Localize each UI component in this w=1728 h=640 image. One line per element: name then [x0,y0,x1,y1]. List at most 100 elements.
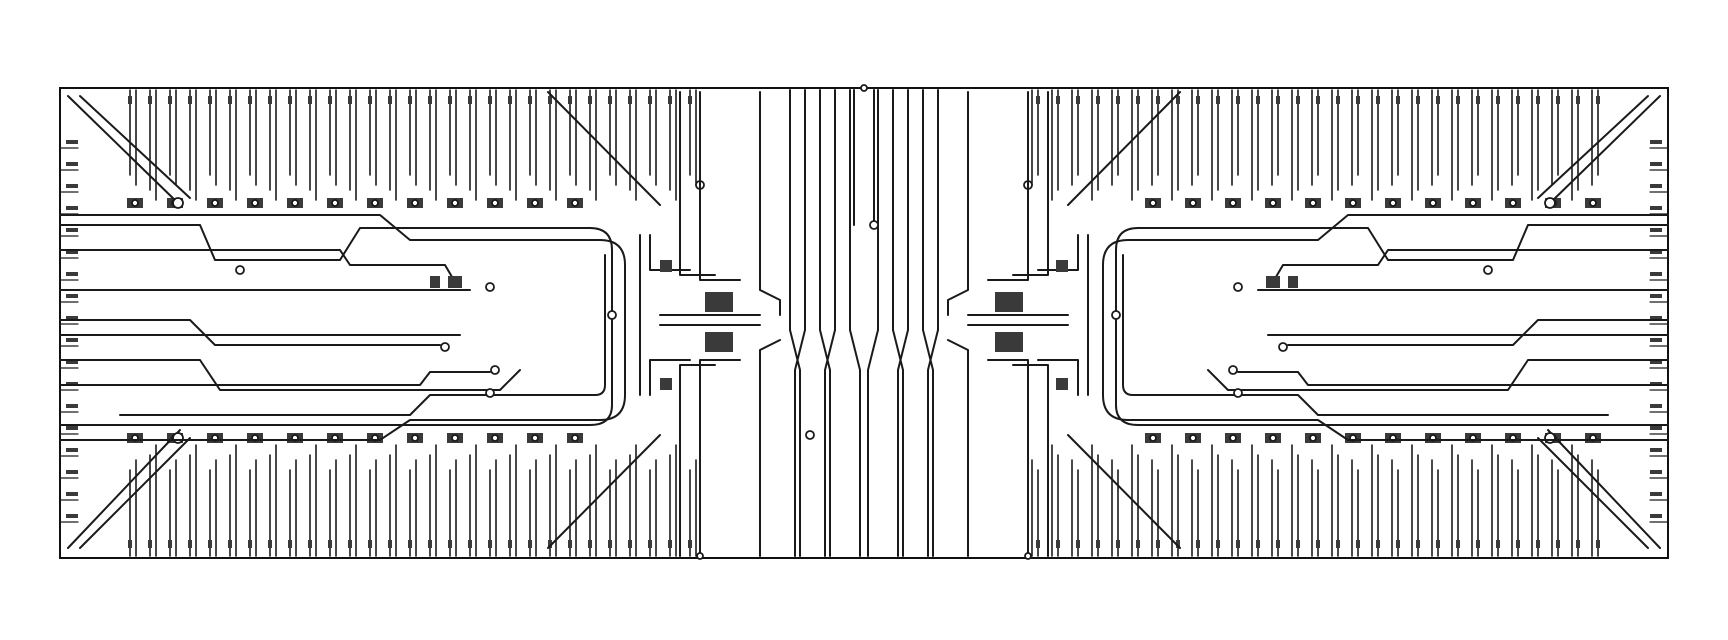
smd-pad [168,96,172,104]
smd-pad [660,378,672,390]
smd-pad [288,96,292,104]
via-pad [1278,342,1288,352]
via-pad [696,552,704,560]
smd-pad [995,332,1023,352]
via-pad [485,282,495,292]
smd-pad [1650,228,1662,232]
board-outline [59,87,1669,559]
smd-pad [248,540,252,548]
smd-pad [1076,96,1080,104]
via-pad [1544,432,1556,444]
smd-pad [66,404,78,408]
smd-pad [66,206,78,210]
trace [1037,359,1079,396]
trace [987,91,1029,281]
smd-pad [1096,540,1100,548]
via-pad [1589,199,1597,207]
trace [1287,319,1669,346]
via-pad [607,310,617,320]
smd-pad [66,228,78,232]
trace [59,371,491,386]
via-pad [371,199,379,207]
smd-pad [1416,540,1420,548]
smd-pad [1536,96,1540,104]
smd-pad [1356,96,1360,104]
smd-pad [66,184,78,188]
smd-pad [128,96,132,104]
smd-pad [1316,96,1320,104]
smd-pad [1216,540,1220,548]
trace [867,89,879,557]
via-pad [1309,199,1317,207]
smd-pad [548,96,552,104]
smd-pad [1496,540,1500,548]
via-pad [440,342,450,352]
smd-pad [1436,540,1440,548]
smd-pad [1376,96,1380,104]
smd-pad [428,96,432,104]
smd-pad [1416,96,1420,104]
trace [649,234,691,271]
smd-pad [66,360,78,364]
trace [1067,434,1181,549]
smd-pad [1496,96,1500,104]
smd-pad [528,96,532,104]
via-pad [490,365,500,375]
via-pad [571,199,579,207]
via-pad [172,197,184,209]
smd-pad [268,540,272,548]
trace [1122,254,1609,416]
smd-pad [228,96,232,104]
trace [849,89,861,557]
smd-pad [66,514,78,518]
via-pad [1024,552,1032,560]
trace [119,254,606,416]
trace [794,89,806,557]
via-pad [1269,434,1277,442]
trace [79,437,191,549]
via-pad [805,430,815,440]
via-pad [451,434,459,442]
smd-pad [1650,448,1662,452]
smd-pad [408,96,412,104]
trace [1067,91,1181,206]
smd-pad [208,96,212,104]
smd-pad [508,96,512,104]
smd-pad [468,96,472,104]
smd-pad [588,540,592,548]
smd-pad [1136,540,1140,548]
smd-pad [388,540,392,548]
via-pad [1149,434,1157,442]
smd-pad [348,540,352,548]
trace [699,359,741,557]
smd-pad [128,540,132,548]
smd-pad [568,540,572,548]
trace [1037,234,1079,271]
via-pad [1269,199,1277,207]
smd-pad [408,540,412,548]
trace [987,359,1029,557]
smd-pad [1516,540,1520,548]
smd-pad [1396,540,1400,548]
smd-pad [1256,96,1260,104]
trace [1207,359,1669,391]
smd-pad [66,448,78,452]
via-pad [1469,199,1477,207]
smd-pad [66,272,78,276]
smd-pad [1476,96,1480,104]
via-pad [1228,365,1238,375]
smd-pad [1288,276,1298,288]
smd-pad [568,96,572,104]
smd-pad [168,540,172,548]
smd-pad [688,540,692,548]
smd-pad [188,96,192,104]
smd-pad [448,276,462,288]
smd-pad [1056,378,1068,390]
smd-pad [1516,96,1520,104]
smd-pad [608,96,612,104]
smd-pad [1650,162,1662,166]
smd-pad [1650,404,1662,408]
smd-pad [348,96,352,104]
smd-pad [548,540,552,548]
